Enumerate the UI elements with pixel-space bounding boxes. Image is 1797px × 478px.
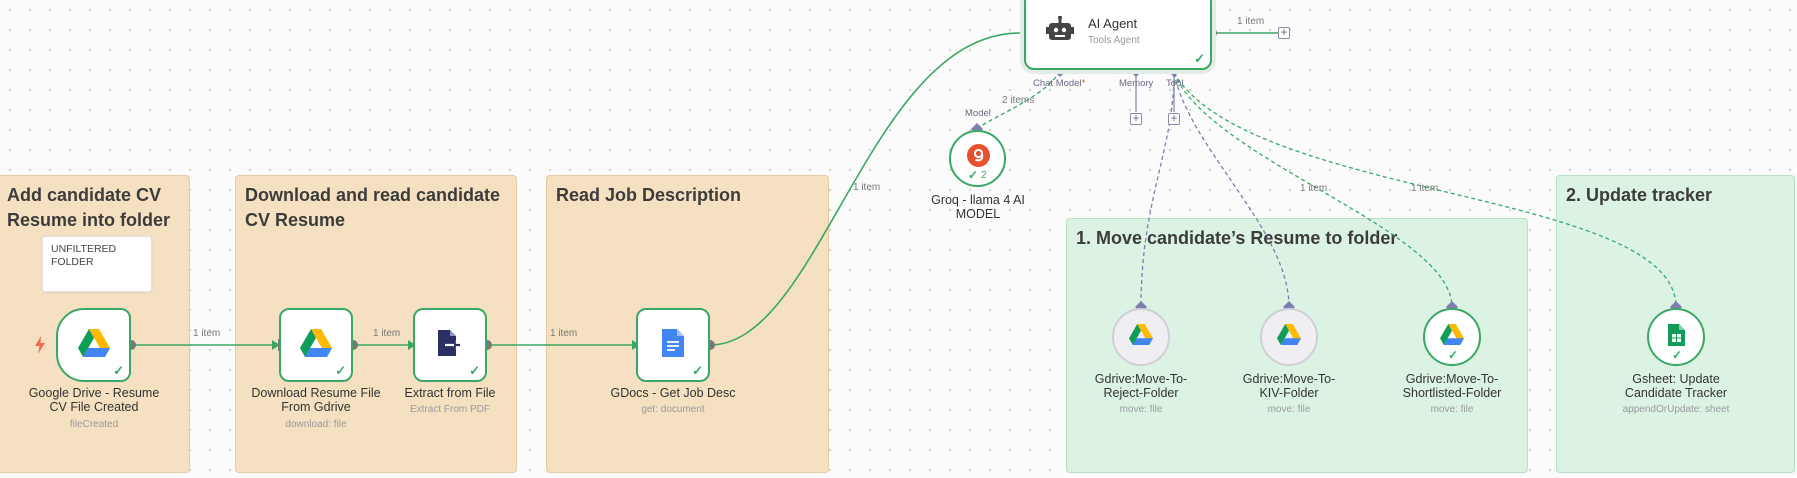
file-extract-icon: [435, 328, 465, 363]
node-label: Google Drive - Resume CV File Created: [28, 386, 160, 414]
connection-tool-shortlisted: [1173, 72, 1453, 308]
node-gdrive-trigger[interactable]: ✓: [56, 308, 131, 382]
node-move-to-shortlisted[interactable]: ✓: [1423, 308, 1481, 366]
node-extract-from-file[interactable]: ✓: [413, 308, 487, 382]
google-drive-icon: [1440, 324, 1464, 350]
port-label-memory: Memory: [1119, 78, 1154, 89]
success-check-icon: ✓: [692, 363, 703, 378]
node-label: Groq - llama 4 AI MODEL: [931, 193, 1025, 221]
connection-tool-reject: [1140, 72, 1175, 308]
ai-agent-title: AI Agent: [1088, 16, 1138, 31]
node-subtitle: move: file: [1119, 404, 1163, 415]
google-drive-icon: [77, 328, 110, 362]
node-download-resume[interactable]: ✓: [279, 308, 353, 382]
sticky-add-cv[interactable]: Add candidate CV Resume into folder: [0, 175, 190, 473]
node-subtitle: appendOrUpdate: sheet: [1622, 404, 1730, 415]
connection-label: 1 item: [1237, 16, 1265, 27]
google-sheets-icon: [1667, 323, 1685, 351]
node-subtitle: Extract From PDF: [409, 404, 490, 415]
connection-label: 2 items: [1002, 95, 1035, 106]
robot-icon: [1046, 15, 1074, 47]
add-node-output-button[interactable]: +: [1278, 26, 1290, 39]
node-subtitle: fileCreated: [69, 419, 119, 430]
google-docs-icon: [662, 328, 684, 362]
lightning-icon: [34, 336, 46, 359]
arrow-head: [272, 340, 280, 350]
node-label: GDocs - Get Job Desc: [610, 386, 736, 400]
success-check-icon: ✓: [968, 168, 979, 182]
node-groq-model[interactable]: ✓ 2: [949, 130, 1006, 187]
node-move-to-reject[interactable]: [1112, 308, 1170, 366]
sticky-title: 2. Update tracker: [1566, 185, 1713, 205]
node-subtitle: get: document: [641, 404, 705, 415]
google-drive-icon: [300, 328, 332, 362]
connection-label: 1 item: [853, 182, 881, 193]
success-check-icon: ✓: [113, 363, 124, 378]
node-gdocs-get-job[interactable]: ✓: [636, 308, 710, 382]
connection-label: 1 item: [1411, 183, 1439, 194]
connection-model: [976, 71, 1061, 130]
port-label-tool: Tool: [1166, 78, 1184, 89]
node-move-to-kiv[interactable]: [1260, 308, 1318, 366]
node-subtitle: move: file: [1267, 404, 1311, 415]
ai-agent-subtitle: Tools Agent: [1088, 35, 1140, 46]
connection-gdocs-agent: [709, 32, 1021, 346]
google-drive-icon: [1277, 324, 1301, 350]
google-drive-icon: [1129, 324, 1153, 350]
groq-icon: [967, 144, 990, 172]
arrow-head: [408, 340, 416, 350]
connection-label: 1 item: [550, 328, 578, 339]
success-check-icon: ✓: [1672, 348, 1683, 362]
connection-tool-kiv: [1173, 72, 1290, 308]
success-check-icon: ✓: [335, 363, 346, 378]
connection-label: 1 item: [193, 328, 221, 339]
node-label: Gsheet: Update Candidate Tracker: [1624, 372, 1728, 400]
node-ai-agent[interactable]: AI Agent Tools Agent ✓: [1024, 0, 1212, 70]
success-check-icon: ✓: [1448, 348, 1459, 362]
unfiltered-folder-note: UNFILTERED FOLDER: [42, 236, 152, 292]
node-label: Download Resume File From Gdrive: [251, 386, 381, 414]
connection-label: 1 item: [373, 328, 401, 339]
node-gsheet-update[interactable]: ✓: [1647, 308, 1705, 366]
connection-tool-gsheet: [1173, 72, 1677, 308]
success-check-icon: ✓: [1194, 51, 1205, 66]
node-label: Gdrive:Move-To-Reject-Folder: [1094, 372, 1188, 400]
sticky-title: Add candidate CV Resume into folder: [7, 185, 171, 230]
success-check-icon: ✓: [469, 363, 480, 378]
node-subtitle: move: file: [1430, 404, 1474, 415]
sticky-title: Download and read candidate CV Resume: [245, 185, 501, 230]
node-label: Gdrive:Move-To-Shortlisted-Folder: [1402, 372, 1502, 400]
run-count: 2: [981, 170, 987, 181]
node-subtitle: download: file: [285, 419, 347, 430]
connection-label: 1 item: [1300, 183, 1328, 194]
node-label: Gdrive:Move-To-KIV-Folder: [1242, 372, 1336, 400]
add-memory-button[interactable]: +: [1130, 112, 1142, 125]
port-label-chat-model: Chat Model*: [1033, 78, 1086, 89]
add-tool-button[interactable]: +: [1168, 112, 1180, 125]
sticky-title: Read Job Description: [556, 185, 742, 205]
port-label-model: Model: [965, 108, 991, 119]
required-marker: *: [1081, 78, 1086, 89]
sticky-title: 1. Move candidate’s Resume to folder: [1076, 228, 1398, 248]
node-label: Extract from File: [404, 386, 496, 400]
